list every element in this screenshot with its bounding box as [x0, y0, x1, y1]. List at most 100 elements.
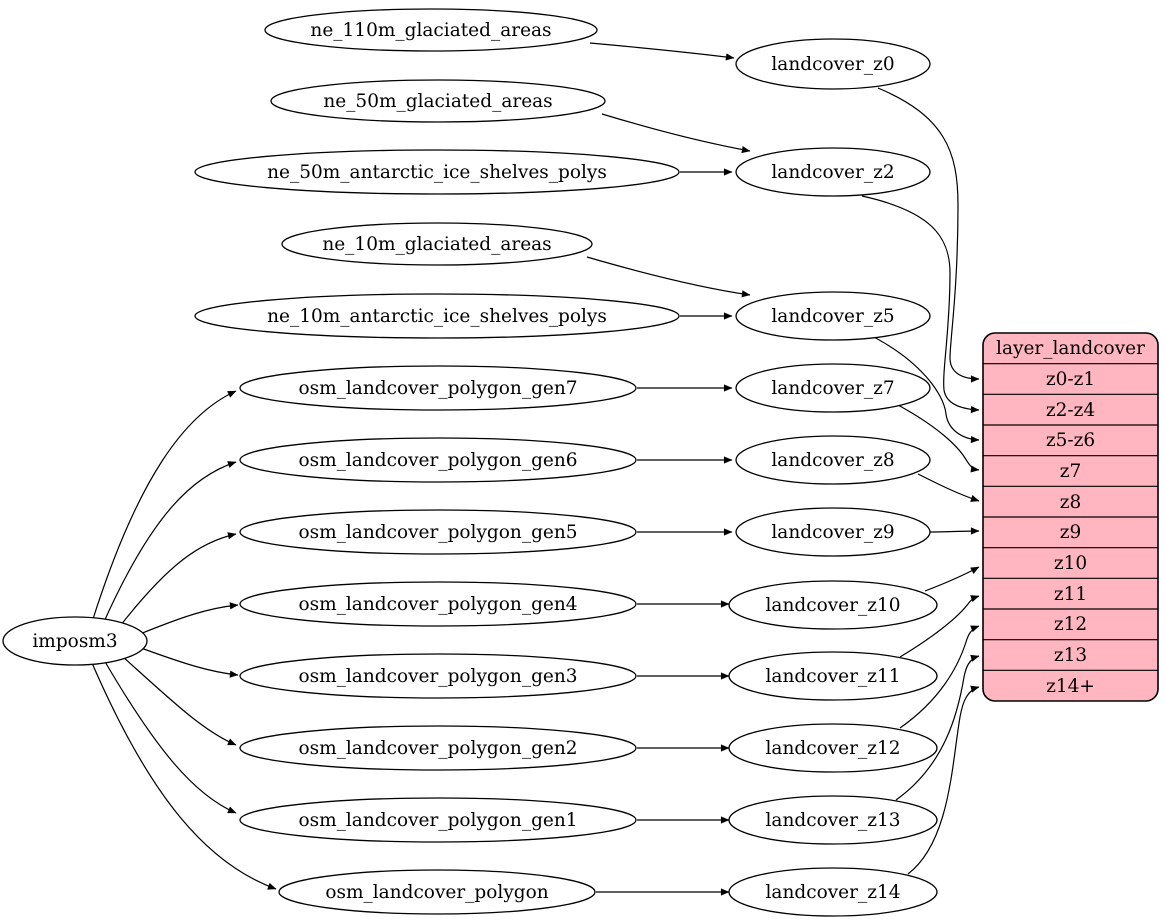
edge-z13-row-z13	[895, 654, 980, 801]
node-imposm3-label: imposm3	[32, 631, 117, 652]
node-ne-50m-antarctic-ice-shelves-polys-shape	[194, 149, 680, 195]
node-landcover-z5: landcover_z5	[735, 291, 931, 341]
node-ne-110m-glaciated-areas-label: ne_110m_glaciated_areas	[310, 20, 551, 41]
table-layer-landcover: layer_landcover z0-z1 z2-z4 z5-z6 z7 z8 …	[982, 332, 1159, 702]
node-ne-50m-glaciated-areas-shape	[270, 79, 606, 123]
node-osm-landcover-polygon-shape	[278, 869, 596, 915]
node-landcover-z0-label: landcover_z0	[771, 54, 894, 75]
node-landcover-z2: landcover_z2	[735, 147, 931, 197]
node-landcover-z9-label: landcover_z9	[771, 522, 894, 543]
node-landcover-z11-shape	[728, 651, 938, 701]
node-landcover-z0-shape	[735, 38, 931, 90]
node-ne-10m-antarctic-ice-shelves-polys-label: ne_10m_antarctic_ice_shelves_polys	[267, 306, 607, 327]
node-osm-landcover-polygon-gen5-label: osm_landcover_polygon_gen5	[298, 522, 577, 543]
table-row-z11: z11	[1054, 584, 1087, 605]
node-osm-landcover-polygon-gen5: osm_landcover_polygon_gen5	[239, 509, 637, 555]
node-osm-landcover-polygon-gen3: osm_landcover_polygon_gen3	[239, 653, 637, 699]
node-landcover-z0: landcover_z0	[735, 38, 931, 90]
node-landcover-z12-shape	[728, 723, 938, 773]
node-landcover-z11-label: landcover_z11	[766, 666, 901, 687]
node-landcover-z10: landcover_z10	[728, 580, 938, 630]
table-row-z14plus: z14+	[1046, 676, 1095, 697]
node-landcover-z14-shape	[728, 867, 938, 917]
edge-imposm3-gen1	[103, 659, 237, 814]
node-landcover-z12-label: landcover_z12	[766, 738, 901, 759]
node-ne-50m-glaciated-areas-label: ne_50m_glaciated_areas	[323, 91, 552, 112]
edge-ne110m-z0	[589, 42, 735, 61]
node-osm-landcover-polygon-gen3-shape	[239, 653, 637, 699]
edge-z0-row-z0-z1	[877, 87, 980, 383]
node-osm-landcover-polygon-gen3-label: osm_landcover_polygon_gen3	[298, 666, 577, 687]
node-ne-10m-antarctic-ice-shelves-polys: ne_10m_antarctic_ice_shelves_polys	[194, 293, 680, 339]
edge-imposm3-gen6	[102, 461, 237, 625]
node-ne-110m-glaciated-areas: ne_110m_glaciated_areas	[264, 8, 598, 52]
node-ne-50m-antarctic-ice-shelves-polys-label: ne_50m_antarctic_ice_shelves_polys	[267, 162, 607, 183]
table-row-z2-z4: z2-z4	[1046, 400, 1095, 421]
node-landcover-z9-shape	[735, 507, 931, 557]
node-landcover-z14-label: landcover_z14	[766, 882, 901, 903]
node-landcover-z7: landcover_z7	[735, 363, 931, 413]
edge-ne50m-glaciated-z2	[601, 113, 751, 154]
node-landcover-z14: landcover_z14	[728, 867, 938, 917]
table-row-z10: z10	[1054, 553, 1087, 574]
node-ne-10m-glaciated-areas-label: ne_10m_glaciated_areas	[322, 234, 551, 255]
node-osm-landcover-polygon-gen4: osm_landcover_polygon_gen4	[239, 581, 637, 627]
table-row-z5-z6: z5-z6	[1046, 430, 1095, 451]
node-osm-landcover-polygon: osm_landcover_polygon	[278, 869, 596, 915]
node-osm-landcover-polygon-gen6: osm_landcover_polygon_gen6	[239, 437, 637, 483]
node-osm-landcover-polygon-gen2: osm_landcover_polygon_gen2	[239, 725, 637, 771]
node-imposm3-shape	[2, 616, 148, 666]
node-ne-10m-glaciated-areas-shape	[281, 222, 593, 266]
node-imposm3: imposm3	[2, 616, 148, 666]
node-landcover-z13: landcover_z13	[728, 795, 938, 845]
edge-z12-row-z12	[899, 625, 980, 729]
edge-z10-row-z10	[924, 566, 980, 592]
node-ne-10m-glaciated-areas: ne_10m_glaciated_areas	[281, 222, 593, 266]
node-landcover-z7-label: landcover_z7	[771, 378, 894, 399]
node-landcover-z13-label: landcover_z13	[766, 810, 901, 831]
edge-imposm3-gen5	[116, 532, 237, 631]
node-landcover-z5-shape	[735, 291, 931, 341]
node-osm-landcover-polygon-label: osm_landcover_polygon	[325, 882, 548, 903]
node-landcover-z8-shape	[735, 435, 931, 485]
node-osm-landcover-polygon-gen1: osm_landcover_polygon_gen1	[239, 797, 637, 843]
node-landcover-z8: landcover_z8	[735, 435, 931, 485]
node-landcover-z11: landcover_z11	[728, 651, 938, 701]
node-landcover-z10-label: landcover_z10	[766, 595, 901, 616]
edge-z14-row-z14plus	[907, 685, 980, 875]
node-landcover-z9: landcover_z9	[735, 507, 931, 557]
node-landcover-z12: landcover_z12	[728, 723, 938, 773]
edge-z8-row-z8	[917, 473, 980, 502]
node-osm-landcover-polygon-gen1-label: osm_landcover_polygon_gen1	[298, 810, 577, 831]
node-osm-landcover-polygon-gen6-label: osm_landcover_polygon_gen6	[298, 450, 577, 471]
node-osm-landcover-polygon-gen1-shape	[239, 797, 637, 843]
edge-z5-row-z5-z6	[867, 333, 980, 444]
node-landcover-z2-label: landcover_z2	[771, 162, 894, 183]
node-osm-landcover-polygon-gen5-shape	[239, 509, 637, 555]
table-layer-landcover-title: layer_landcover	[996, 338, 1145, 359]
node-ne-50m-glaciated-areas: ne_50m_glaciated_areas	[270, 79, 606, 123]
table-row-z9: z9	[1060, 522, 1082, 543]
table-row-z0-z1: z0-z1	[1046, 369, 1095, 390]
edge-imposm3-gen4	[139, 602, 239, 635]
edge-z2-row-z2-z4	[861, 195, 980, 414]
edge-imposm3-gen7	[92, 390, 237, 620]
node-osm-landcover-polygon-gen2-label: osm_landcover_polygon_gen2	[298, 738, 577, 759]
table-row-z13: z13	[1054, 645, 1087, 666]
edge-z11-row-z11	[899, 595, 980, 658]
edge-z7-row-z7	[897, 404, 980, 473]
node-ne-110m-glaciated-areas-shape	[264, 8, 598, 52]
table-row-z7: z7	[1060, 461, 1082, 482]
node-osm-landcover-polygon-gen4-label: osm_landcover_polygon_gen4	[298, 594, 577, 615]
node-landcover-z2-shape	[735, 147, 931, 197]
node-landcover-z7-shape	[735, 363, 931, 413]
node-landcover-z8-label: landcover_z8	[771, 450, 894, 471]
table-row-z8: z8	[1060, 492, 1082, 513]
node-osm-landcover-polygon-gen2-shape	[239, 725, 637, 771]
edge-imposm3-gen2	[121, 655, 237, 746]
node-osm-landcover-polygon-gen4-shape	[239, 581, 637, 627]
node-landcover-z10-shape	[728, 580, 938, 630]
node-ne-10m-antarctic-ice-shelves-polys-shape	[194, 293, 680, 339]
